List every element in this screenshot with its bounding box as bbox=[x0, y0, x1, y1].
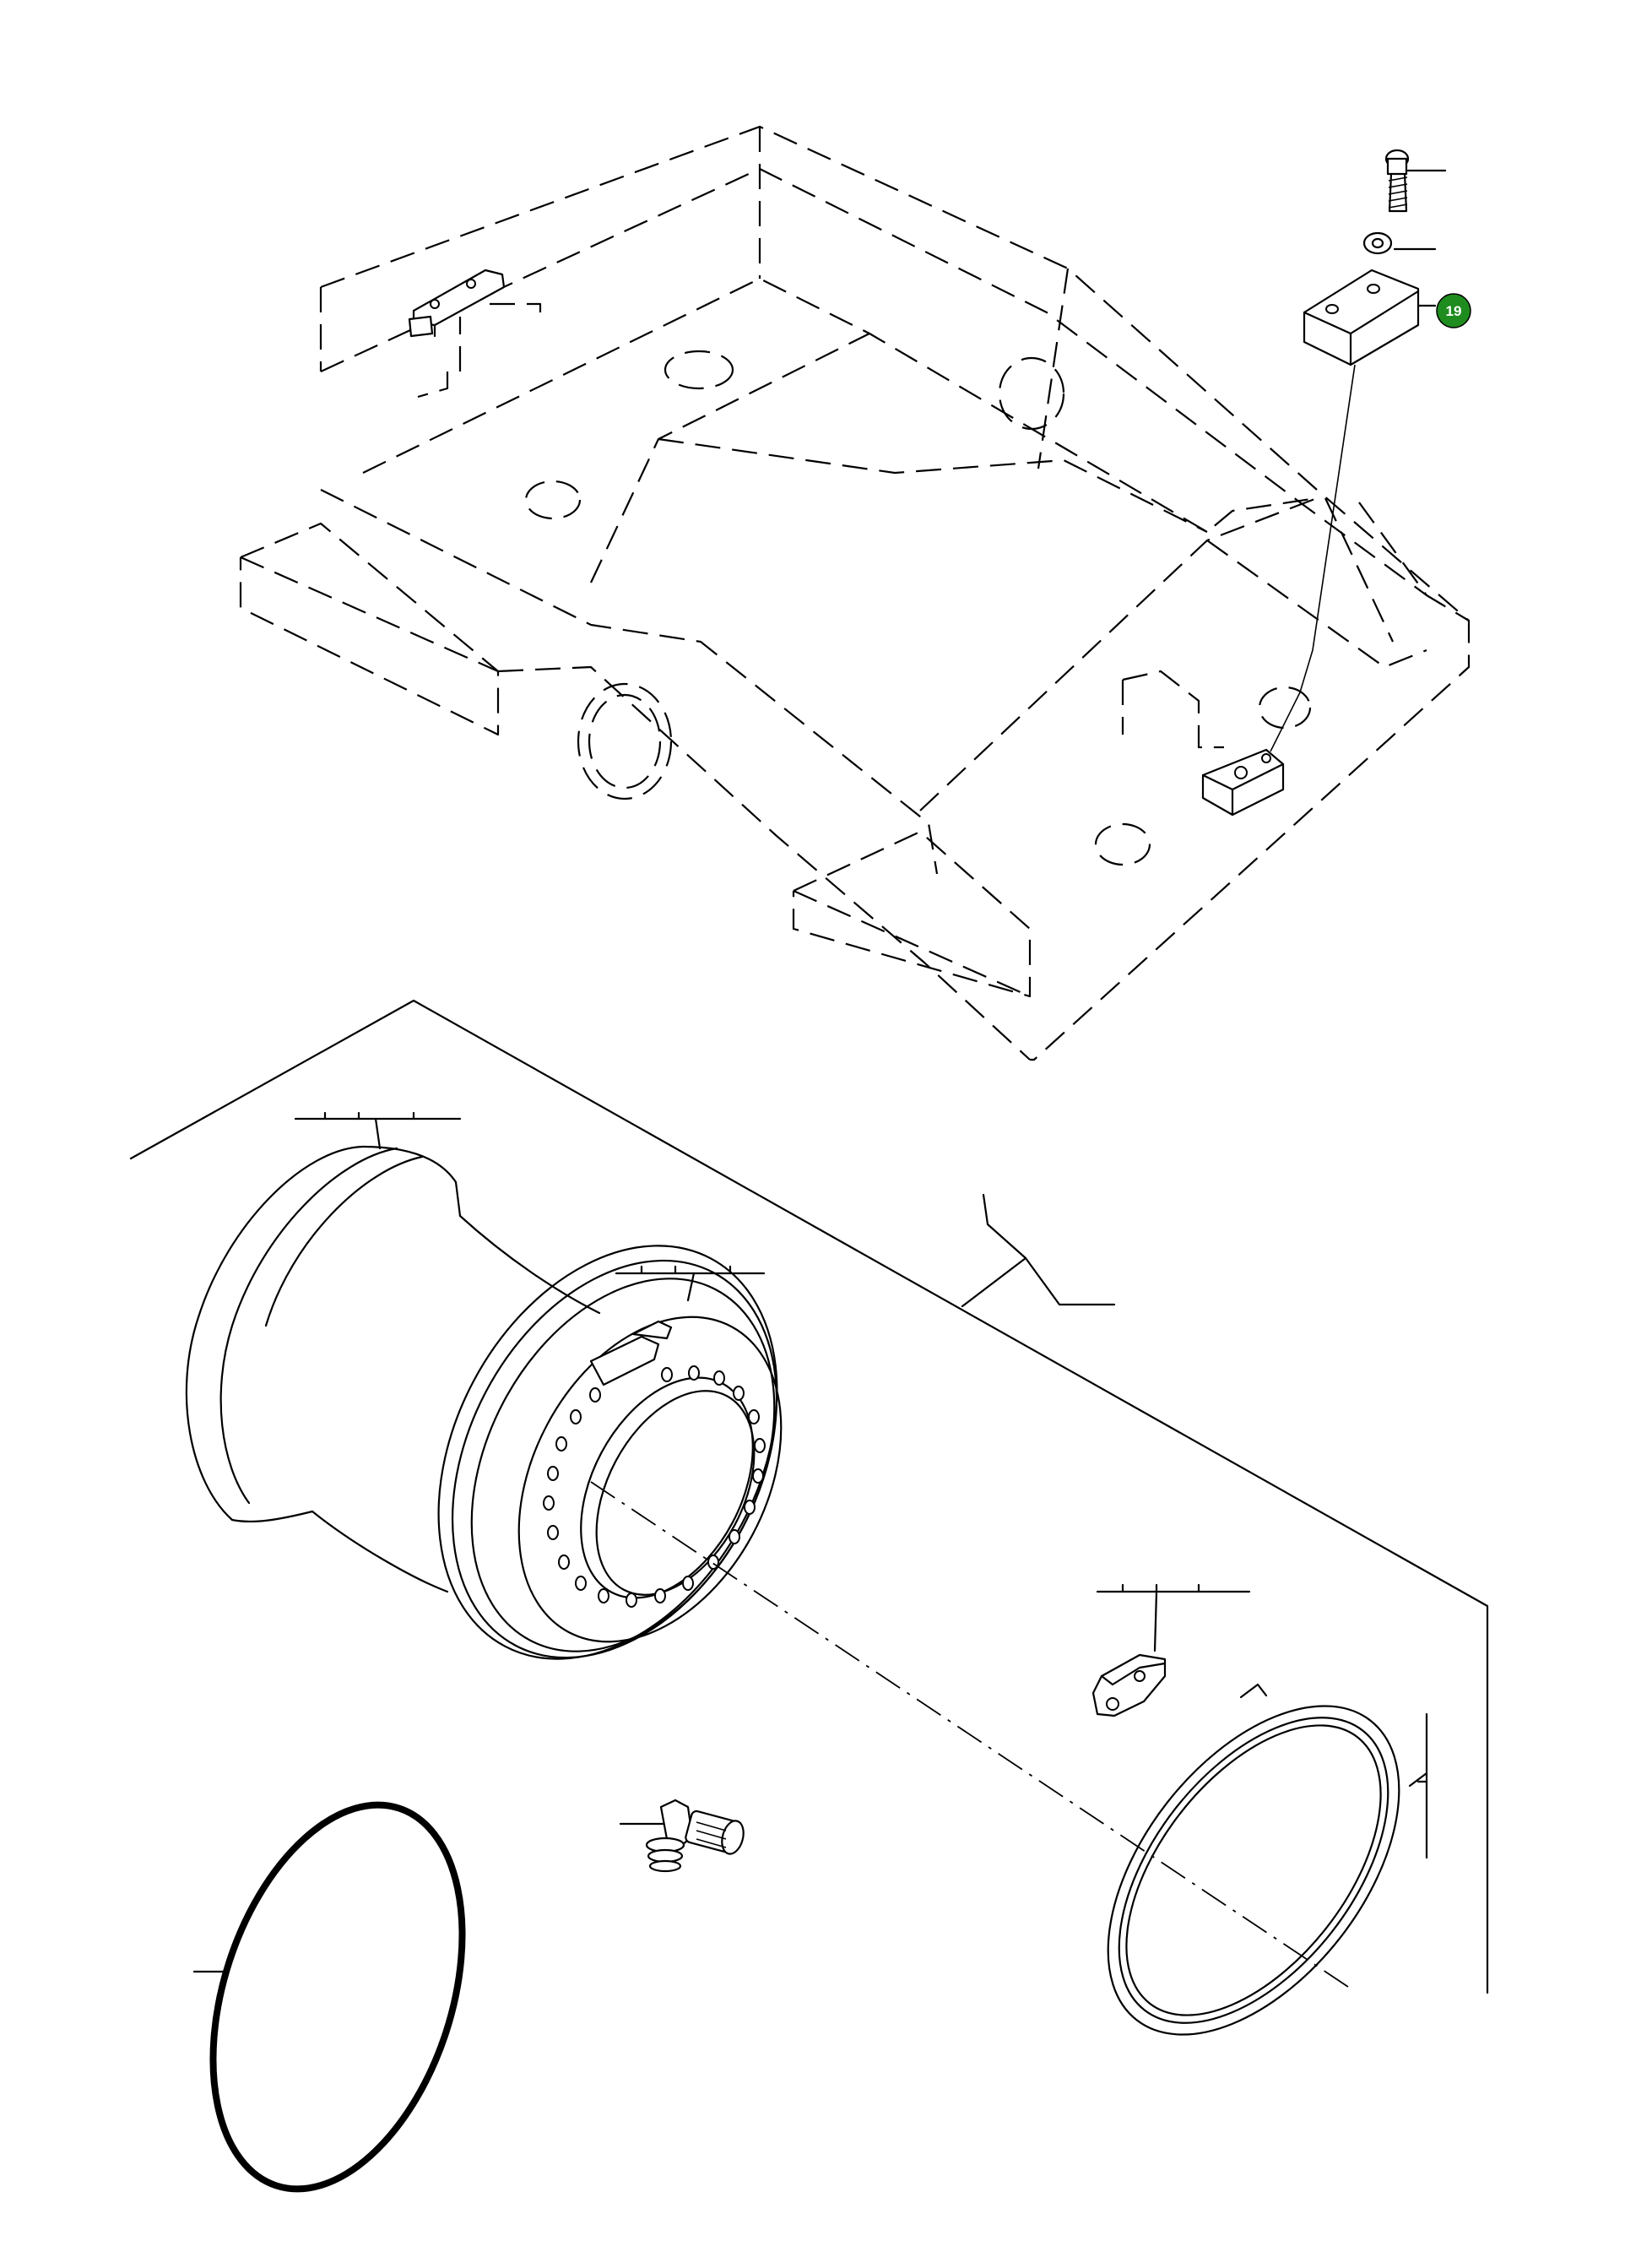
rim-leader-lines bbox=[294, 1111, 766, 1302]
axis-line bbox=[590, 1481, 1351, 1989]
panel-outline bbox=[129, 999, 1489, 1994]
cap-screw bbox=[1384, 149, 1447, 213]
retaining-clip bbox=[1091, 1583, 1251, 1717]
snap-ring bbox=[1107, 1683, 1428, 2036]
rim-bolt-holes bbox=[543, 1365, 766, 1608]
callout-label: 19 bbox=[1446, 303, 1462, 319]
frame-assembly bbox=[239, 125, 1471, 1061]
assembly-line bbox=[1270, 364, 1356, 752]
stop-block bbox=[1303, 269, 1437, 366]
callout-badge-19[interactable]: 19 bbox=[1436, 293, 1471, 328]
o-ring bbox=[192, 1801, 466, 2193]
mount-pad-on-frame bbox=[1201, 748, 1285, 817]
wheel-rim bbox=[185, 1145, 783, 1660]
callout-circle[interactable] bbox=[1436, 293, 1471, 328]
assembly-leader-2 bbox=[961, 1256, 1027, 1308]
valve-stem bbox=[619, 1799, 745, 1873]
lock-washer bbox=[1362, 231, 1437, 255]
assembly-leader bbox=[982, 1193, 1116, 1306]
mount-bracket-left bbox=[408, 269, 506, 338]
